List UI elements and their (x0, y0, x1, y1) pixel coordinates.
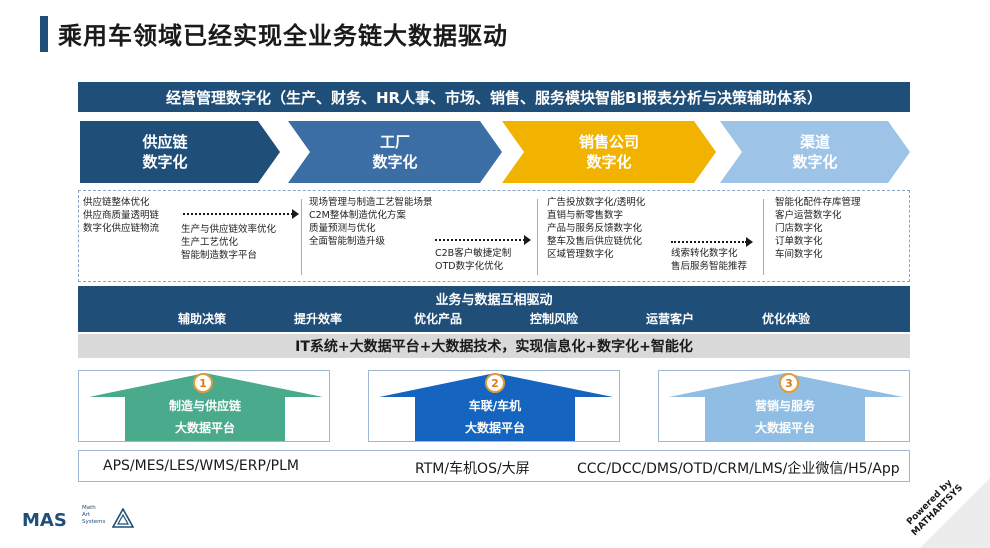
mas-logo: MAS (22, 510, 67, 531)
tech-systems-box: APS/MES/LES/WMS/ERP/PLM RTM/车机OS/大屏 CCC/… (78, 450, 910, 482)
drive-item: 提升效率 (294, 312, 343, 326)
list-item: C2M整体制造优化方案 (309, 210, 406, 221)
flow-arrow (435, 235, 531, 245)
up-arrow-shape (669, 373, 903, 441)
stage-line1: 工厂 (379, 133, 410, 151)
corner-decoration (920, 478, 990, 548)
list-item: 生产工艺优化 (181, 237, 239, 248)
sales-list-b: 线索转化数字化 售后服务智能推荐 (671, 247, 747, 273)
stage-supply-chain: 供应链数字化 (80, 121, 280, 183)
platform-label: 车联/车机 大数据平台 (415, 395, 575, 439)
list-item: 门店数字化 (775, 223, 823, 234)
list-item: 生产与供应链效率优化 (181, 224, 277, 235)
list-item: 供应链整体优化 (83, 197, 150, 208)
tech-manufacturing: APS/MES/LES/WMS/ERP/PLM (103, 458, 299, 474)
column-divider (537, 199, 538, 275)
stage-line1: 供应链 (142, 133, 188, 151)
platform-label: 制造与供应链 大数据平台 (125, 395, 285, 439)
list-item: 车间数字化 (775, 249, 823, 260)
list-item: 售后服务智能推荐 (671, 261, 748, 272)
factory-list-b: C2B客户敏捷定制 OTD数字化优化 (435, 247, 511, 273)
stage-factory: 工厂数字化 (288, 121, 502, 183)
platform-line1: 营销与服务 (754, 399, 815, 413)
chevron-shape (502, 121, 716, 183)
flow-arrow (671, 237, 753, 247)
drive-title: 业务与数据互相驱动 (435, 293, 553, 308)
list-item: 现场管理与制造工艺智能场景 (309, 197, 433, 208)
stage-channel: 渠道数字化 (720, 121, 910, 183)
list-item: 直销与新零售数字 (547, 210, 624, 221)
platform-line2: 大数据平台 (464, 421, 525, 435)
list-item: 质量预测与优化 (309, 223, 376, 234)
chevron-shape (720, 121, 910, 183)
list-item: 客户运营数字化 (775, 210, 842, 221)
flow-arrow (183, 209, 299, 219)
title-accent-bar (40, 16, 48, 52)
column-divider (763, 199, 764, 275)
platform-marketing: 3 营销与服务 大数据平台 (658, 370, 910, 442)
step-number-badge: 3 (779, 373, 799, 393)
list-item: 整车及售后供应链优化 (547, 236, 643, 247)
list-item: 产品与服务反馈数字化 (547, 223, 643, 234)
platform-connected-car: 2 车联/车机 大数据平台 (368, 370, 620, 442)
list-item: 订单数字化 (775, 236, 823, 247)
platform-label: 营销与服务 大数据平台 (705, 395, 865, 439)
stage-line2: 数字化 (586, 153, 632, 171)
list-item: C2B客户敏捷定制 (435, 248, 512, 259)
list-item: 区域管理数字化 (547, 249, 614, 260)
list-item: 智能制造数字平台 (181, 250, 258, 261)
stage-line2: 数字化 (372, 153, 418, 171)
logo-sub-line: Systems (82, 519, 106, 525)
list-item: 供应商质量透明链 (83, 210, 160, 221)
supply-list-a: 供应链整体优化 供应商质量透明链 数字化供应链物流 (83, 196, 159, 235)
chevron-shape (288, 121, 502, 183)
stage-line1: 销售公司 (578, 133, 639, 151)
list-item: 全面智能制造升级 (309, 236, 386, 247)
platform-manufacturing: 1 制造与供应链 大数据平台 (78, 370, 330, 442)
tech-marketing: CCC/DCC/DMS/OTD/CRM/LMS/企业微信/H5/App (577, 461, 900, 477)
channel-list: 智能化配件存库管理 客户运营数字化 门店数字化 订单数字化 车间数字化 (775, 196, 861, 261)
detail-panel: 供应链整体优化 供应商质量透明链 数字化供应链物流 生产与供应链效率优化 生产工… (78, 190, 910, 282)
tech-connected-car: RTM/车机OS/大屏 (415, 461, 530, 477)
platform-line2: 大数据平台 (754, 421, 815, 435)
list-item: 数字化供应链物流 (83, 223, 160, 234)
supply-list-b: 生产与供应链效率优化 生产工艺优化 智能制造数字平台 (181, 223, 276, 262)
step-number-badge: 1 (193, 373, 213, 393)
column-divider (301, 199, 302, 275)
list-item: 线索转化数字化 (671, 248, 738, 259)
management-banner: 经营管理数字化（生产、财务、HR人事、市场、销售、服务模块智能BI报表分析与决策… (78, 82, 910, 112)
drive-item: 优化体验 (762, 312, 811, 326)
list-item: OTD数字化优化 (435, 261, 504, 272)
stage-line2: 数字化 (142, 153, 188, 171)
drive-item: 辅助决策 (178, 312, 227, 326)
chevron-shape (80, 121, 280, 183)
logo-subtitle: Math Art Systems (82, 505, 105, 526)
logo-sub-line: Math (82, 505, 96, 511)
stage-line2: 数字化 (792, 153, 838, 171)
drive-item: 控制风险 (530, 312, 579, 326)
platform-line1: 车联/车机 (468, 399, 522, 413)
drive-band: 业务与数据互相驱动 辅助决策 提升效率 优化产品 控制风险 运营客户 优化体验 (78, 286, 910, 332)
logo-sub-line: Art (82, 512, 91, 518)
stage-sales-company: 销售公司数字化 (502, 121, 716, 183)
logo-triangle-icon (112, 508, 134, 528)
step-number-badge: 2 (485, 373, 505, 393)
sales-list-a: 广告投放数字化/透明化 直销与新零售数字 产品与服务反馈数字化 整车及售后供应链… (547, 196, 645, 261)
drive-item: 优化产品 (414, 312, 463, 326)
stage-line1: 渠道 (799, 133, 830, 151)
it-system-band: IT系统+大数据平台+大数据技术，实现信息化+数字化+智能化 (78, 334, 910, 358)
up-arrow-shape (379, 373, 613, 441)
list-item: 广告投放数字化/透明化 (547, 197, 646, 208)
platform-line1: 制造与供应链 (168, 399, 241, 413)
drive-item: 运营客户 (646, 312, 695, 326)
factory-list-a: 现场管理与制造工艺智能场景 C2M整体制造优化方案 质量预测与优化 全面智能制造… (309, 196, 433, 248)
page-title: 乘用车领域已经实现全业务链大数据驱动 (58, 22, 508, 50)
platform-line2: 大数据平台 (174, 421, 235, 435)
list-item: 智能化配件存库管理 (775, 197, 861, 208)
up-arrow-shape (89, 373, 323, 441)
